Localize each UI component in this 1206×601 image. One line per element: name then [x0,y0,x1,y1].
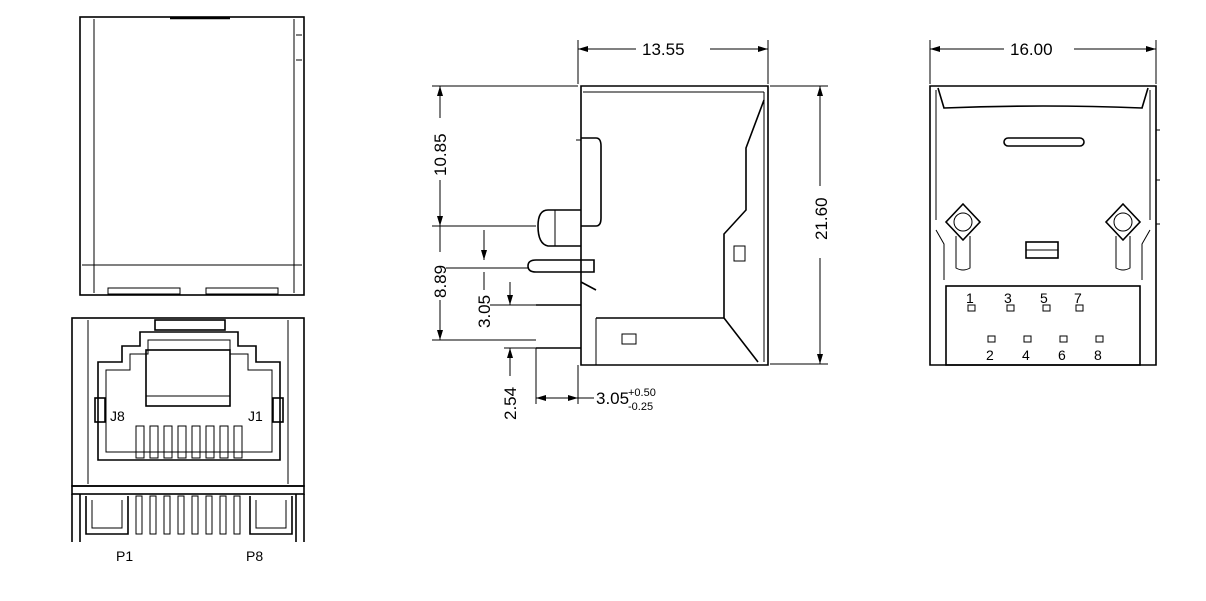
dim-width: 13.55 [642,40,685,59]
dim-tail: 3.05 [596,389,629,408]
dim-upper: 10.85 [431,133,450,176]
pin-label-3: 3 [1004,290,1012,306]
dim-mid: 8.89 [431,265,450,298]
pin-label-7: 7 [1074,290,1082,306]
post [537,209,581,247]
pin-label-2: 2 [986,347,994,363]
port-opening [97,331,281,461]
pin-label-1: 1 [966,290,974,306]
latch-tab [154,319,226,331]
side-clip-left [94,397,106,423]
label-j8: J8 [110,408,125,424]
led-right [249,496,293,535]
rear-outline [929,85,1157,366]
dim-rear-width: 16.00 [1010,40,1053,59]
contacts [135,425,243,459]
rear-top-band [937,87,1149,109]
dim-tol-minus: -0.25 [628,401,653,413]
latch-slot-left [107,287,181,295]
pin-label-4: 4 [1022,347,1030,363]
front-view: J8 J1 P1 P8 [71,16,305,564]
side-clip-right [272,397,284,423]
side-view: 13.55 21.60 10.85 8.89 3.05 2.54 [431,40,831,420]
pin-label-5: 5 [1040,290,1048,306]
mount-pin [527,259,595,273]
rear-view: 16.00 1 [929,40,1160,366]
dim-height-total: 21.60 [812,197,831,240]
rear-slot [1003,137,1085,147]
pin-area [945,285,1141,366]
pin-label-8: 8 [1094,347,1102,363]
latch-slot-right [205,287,279,295]
label-p1: P1 [116,548,133,564]
diamond-left [944,202,982,242]
bottom-pins [135,495,241,535]
side-profile [723,99,765,363]
led-left [85,496,129,535]
label-p8: P8 [246,548,263,564]
diamond-right [1104,202,1142,242]
dim-tol-plus: +0.50 [628,387,656,399]
top-view-outline [79,16,305,296]
label-j1: J1 [248,408,263,424]
rear-bump [581,137,602,227]
dim-pin-pitch: 2.54 [501,387,520,420]
pin-label-6: 6 [1058,347,1066,363]
plug-clip-block [145,349,231,407]
side-body-outline [580,85,769,366]
dim-pin-gap: 3.05 [475,295,494,328]
